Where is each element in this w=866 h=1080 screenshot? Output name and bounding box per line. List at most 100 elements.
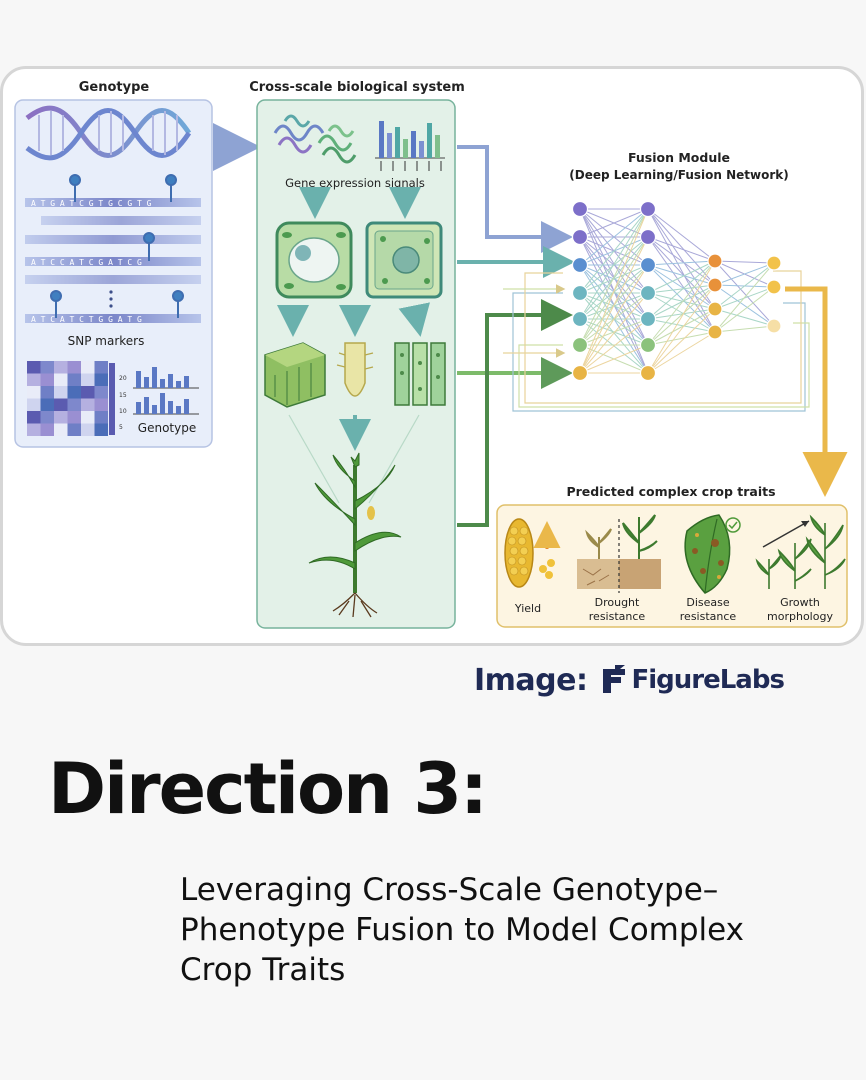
nn-edge	[647, 331, 716, 346]
nn-edge	[579, 208, 649, 238]
arrow-curved	[398, 302, 430, 337]
nn-edge	[714, 260, 775, 264]
heatmap-tick: 20	[119, 375, 127, 382]
image-credit: Image: FigureLabs	[474, 660, 785, 700]
nn-edge	[647, 260, 716, 374]
heatmap-cell	[94, 411, 108, 424]
heatmap-cell	[40, 423, 54, 436]
corn-cob-icon	[504, 518, 561, 588]
nn-node	[639, 284, 657, 302]
brand-name: FigureLabs	[631, 665, 784, 695]
nn-node	[707, 324, 723, 340]
diseased-leaf-icon	[684, 514, 741, 594]
heatmap-cell	[27, 398, 41, 411]
fusion-diagram: Genotype A T G A T C G T G C G T G A T C…	[14, 80, 848, 629]
subtitle-line: Crop Traits	[180, 952, 346, 988]
heatmap-cell	[67, 373, 81, 386]
heatmap-cell	[40, 361, 54, 374]
heatmap-cell	[81, 411, 95, 424]
nn-edge	[579, 236, 649, 294]
nn-node	[639, 256, 657, 274]
nn-edge	[579, 208, 649, 374]
vascular-tissue-icon	[394, 342, 446, 406]
heatmap-cell	[40, 411, 54, 424]
nn-edge	[647, 308, 716, 374]
heatmap-cell	[27, 386, 41, 399]
heatmap-cell	[81, 423, 95, 436]
traits-panel	[496, 504, 848, 628]
cross-scale-title: Cross-scale biological system	[249, 80, 465, 95]
nn-edge	[579, 318, 649, 374]
gene-expression-label: Gene expression signals	[285, 176, 425, 190]
heatmap-cell	[27, 361, 41, 374]
nn-edge	[647, 331, 716, 374]
trait-drought-label-1: Drought	[595, 596, 640, 609]
arrow-curved	[277, 304, 310, 337]
plant-cell-icon	[275, 221, 353, 299]
arrow-fusion-to-traits	[785, 286, 848, 497]
heatmap-cell	[81, 386, 95, 399]
heatmap-tick: 5	[119, 424, 123, 431]
nn-node	[707, 253, 723, 269]
protein-structure-icon	[273, 114, 357, 164]
nn-node	[639, 336, 657, 354]
feedback-lines	[503, 270, 810, 412]
heatmap-cell	[27, 423, 41, 436]
nn-edge	[647, 308, 716, 320]
nn-edge	[579, 208, 649, 294]
genotype-title: Genotype	[79, 80, 150, 95]
nn-node	[766, 279, 782, 295]
heatmap-cell	[81, 398, 95, 411]
nn-edge	[647, 318, 716, 333]
heatmap-cell	[54, 386, 68, 399]
figurelabs-brand[interactable]: FigureLabs	[601, 665, 785, 695]
heatmap-cell	[40, 373, 54, 386]
heatmap-cell	[67, 423, 81, 436]
heatmap-tick: 10	[119, 408, 127, 415]
neural-network	[571, 200, 782, 382]
subtitle-line: Leveraging Cross-Scale Genotype–	[180, 872, 719, 908]
trait-drought-label-2: resistance	[589, 610, 646, 623]
page-heading: Direction 3:	[48, 748, 488, 830]
nn-edge	[647, 208, 716, 310]
expression-bars-icon	[375, 121, 445, 171]
nn-edge	[579, 236, 649, 374]
nn-edge	[647, 260, 716, 266]
nn-edge	[714, 284, 775, 327]
nn-edge	[579, 264, 649, 294]
nn-edge	[579, 318, 649, 346]
heatmap-tick: 15	[119, 392, 127, 399]
nn-edge	[647, 208, 716, 286]
nn-edge	[647, 264, 716, 286]
heatmap-cell	[54, 361, 68, 374]
nn-node	[639, 200, 657, 218]
nn-node	[639, 364, 657, 382]
heatmap-colorbar: 20 15 10 5	[109, 363, 127, 435]
nn-edge	[647, 236, 716, 310]
fusion-subtitle: (Deep Learning/Fusion Network)	[569, 168, 788, 182]
dna-sequence-2: A T C C A T C G A T C G	[31, 258, 142, 267]
nn-edge	[647, 208, 716, 333]
root-tip-icon	[336, 342, 374, 397]
nn-node	[639, 228, 657, 246]
nn-edge	[647, 260, 716, 294]
credit-label: Image:	[474, 662, 588, 698]
nn-edge	[647, 260, 716, 320]
heatmap-cell	[40, 398, 54, 411]
heatmap-cell	[67, 386, 81, 399]
trait-disease-label-1: Disease	[686, 596, 729, 609]
nn-edge	[647, 260, 716, 346]
nn-edge	[647, 208, 716, 262]
heatmap-cell	[27, 373, 41, 386]
leaf-tissue-icon	[264, 342, 326, 408]
nn-edge	[647, 308, 716, 346]
dna-sequence-1: A T G A T C G T G C G T G	[31, 199, 152, 208]
nn-node	[639, 310, 657, 328]
heatmap-cell	[94, 386, 108, 399]
nn-edge	[579, 292, 649, 374]
genotype-sub-label: Genotype	[138, 421, 196, 435]
nn-node	[571, 364, 589, 382]
heatmap-cell	[67, 411, 81, 424]
nn-node	[571, 310, 589, 328]
arrow-expression-to-fusion	[457, 145, 573, 253]
